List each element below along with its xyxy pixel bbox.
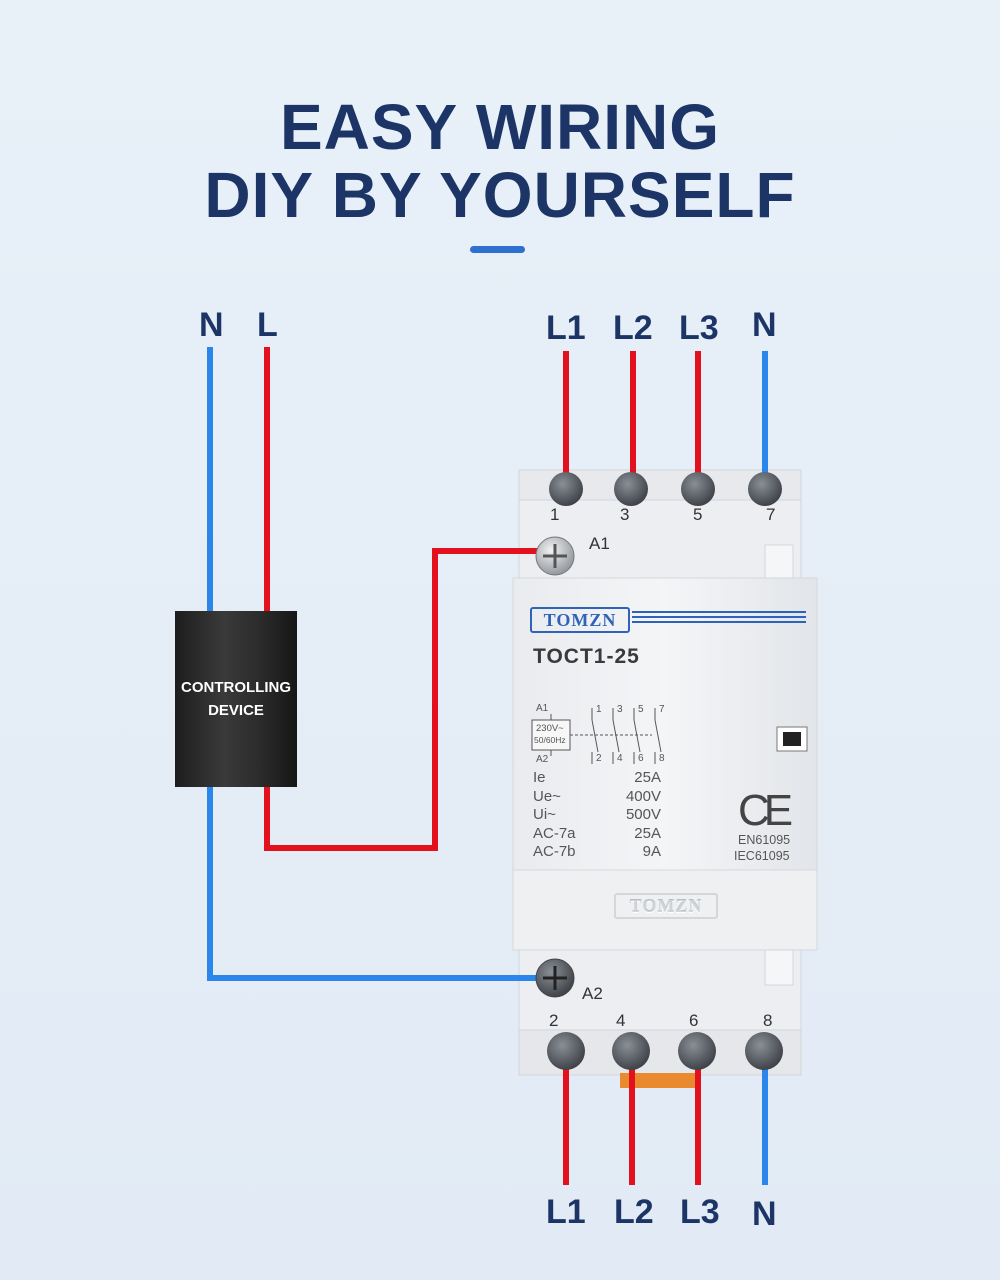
- controlling-device: CONTROLLING DEVICE: [175, 611, 297, 787]
- schematic-coil-voltage: 230V~: [536, 723, 564, 734]
- supply-neutral-label: N: [199, 306, 224, 344]
- schematic-a2: A2: [536, 754, 549, 765]
- schematic-num-3: 3: [617, 704, 623, 715]
- spec-name-ie: Ie: [533, 769, 546, 786]
- bottom-terminal-screws: [547, 1032, 783, 1070]
- top-label-n: N: [752, 306, 777, 344]
- coil-label-a2: A2: [582, 984, 603, 1003]
- terminal-number-5: 5: [693, 505, 703, 524]
- title-line-2: DIY BY YOURSELF: [204, 159, 796, 231]
- bottom-label-l3: L3: [680, 1193, 720, 1231]
- spec-value-ie: 25A: [634, 769, 661, 786]
- embossed-brand-logo: TOMZN: [614, 893, 718, 919]
- wires: [207, 347, 768, 1185]
- schematic-num-1: 1: [596, 704, 602, 715]
- terminal-number-8: 8: [763, 1011, 773, 1030]
- device-label-line-1: CONTROLLING: [181, 679, 291, 696]
- top-label-l2: L2: [613, 309, 653, 347]
- coil-control-wire: [264, 548, 549, 851]
- bottom-label-l1: L1: [546, 1193, 586, 1231]
- terminal-number-7: 7: [766, 505, 776, 524]
- schematic-num-7: 7: [659, 704, 665, 715]
- top-label-l3: L3: [679, 309, 719, 347]
- model-number: TOCT1-25: [533, 645, 640, 668]
- top-terminal-screws: [549, 472, 782, 506]
- spec-value-ui: 500V: [625, 806, 661, 823]
- device-label-line-2: DEVICE: [208, 702, 264, 719]
- spec-name-ui: Ui~: [533, 806, 556, 823]
- standard-en61095: EN61095: [738, 833, 791, 847]
- ce-mark: CE: [738, 786, 793, 835]
- standard-iec61095: IEC61095: [734, 849, 790, 863]
- bottom-label-l2: L2: [614, 1193, 654, 1231]
- coil-label-a1: A1: [589, 534, 610, 553]
- spec-name-ue: Ue~: [533, 788, 561, 805]
- spec-name-ac7b: AC-7b: [533, 843, 576, 860]
- schematic-num-6: 6: [638, 753, 644, 764]
- title-underline: [470, 246, 525, 253]
- schematic-num-4: 4: [617, 753, 623, 764]
- terminal-number-3: 3: [620, 505, 630, 524]
- terminal-number-6: 6: [689, 1011, 699, 1030]
- schematic-coil-frequency: 50/60Hz: [534, 735, 566, 745]
- schematic-num-2: 2: [596, 753, 602, 764]
- neutral-return-wire: [207, 787, 552, 981]
- supply-live-label: L: [257, 306, 278, 344]
- coil-terminal-screws: [535, 536, 575, 998]
- schematic-a1: A1: [536, 703, 549, 714]
- schematic-num-5: 5: [638, 704, 644, 715]
- terminal-number-4: 4: [616, 1011, 626, 1030]
- brand-logo: TOMZN: [530, 607, 630, 633]
- spec-value-ac7a: 25A: [634, 825, 661, 842]
- terminal-number-2: 2: [549, 1011, 559, 1030]
- title-line-1: EASY WIRING: [279, 91, 721, 163]
- schematic-num-8: 8: [659, 753, 665, 764]
- spec-name-ac7a: AC-7a: [533, 825, 576, 842]
- terminal-number-1: 1: [550, 505, 560, 524]
- top-label-l1: L1: [546, 309, 586, 347]
- spec-value-ac7b: 9A: [642, 843, 661, 860]
- spec-value-ue: 400V: [625, 788, 661, 805]
- bottom-label-n: N: [752, 1195, 777, 1233]
